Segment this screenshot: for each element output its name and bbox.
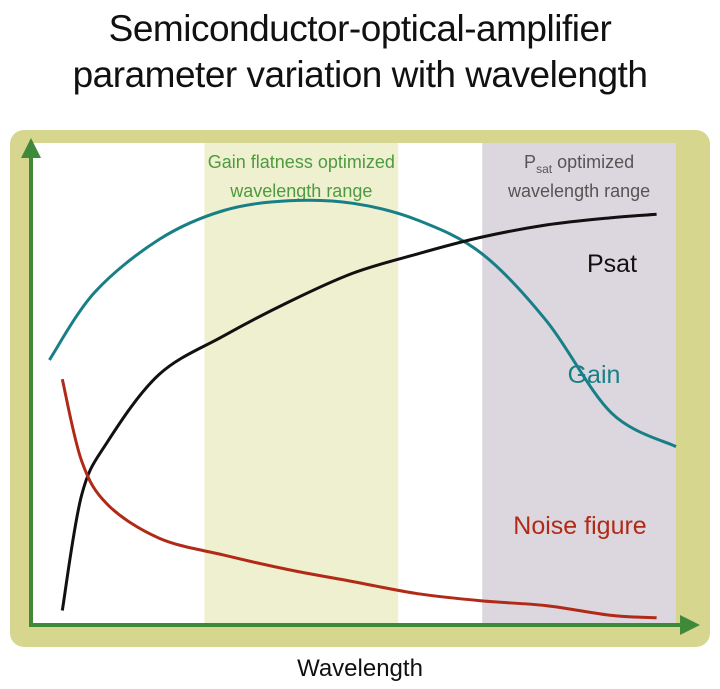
band-psat-label-line2: wavelength range (507, 181, 650, 201)
x-axis-arrow (680, 615, 700, 635)
band-gain-flatness-label: Gain flatness optimized (208, 152, 395, 172)
y-axis-arrow (21, 138, 41, 158)
x-axis-label: Wavelength (297, 655, 423, 682)
series-label-noise-figure: Noise figure (513, 512, 646, 540)
chart-title-line2: parameter variation with wavelength (72, 54, 648, 95)
series-line-psat (60, 212, 657, 611)
band-psat-label-p: P (524, 152, 536, 172)
band-psat-label-rest: optimized (552, 152, 634, 172)
band-psat-label-sub: sat (536, 162, 553, 176)
series-label-gain: Gain (568, 361, 621, 389)
chart-title-line1: Semiconductor-optical-amplifier (108, 8, 612, 49)
band-psat-label: Psat optimized (524, 152, 634, 176)
chart-title: Semiconductor-optical-amplifier paramete… (0, 6, 720, 98)
series-line-noise-figure (60, 378, 657, 620)
band-gain-flatness-label-line2: wavelength range (229, 181, 372, 201)
series-label-psat: Psat (587, 250, 637, 278)
band-gain-flatness (204, 143, 399, 625)
series-line-gain (48, 198, 677, 449)
band-psat (482, 143, 676, 625)
